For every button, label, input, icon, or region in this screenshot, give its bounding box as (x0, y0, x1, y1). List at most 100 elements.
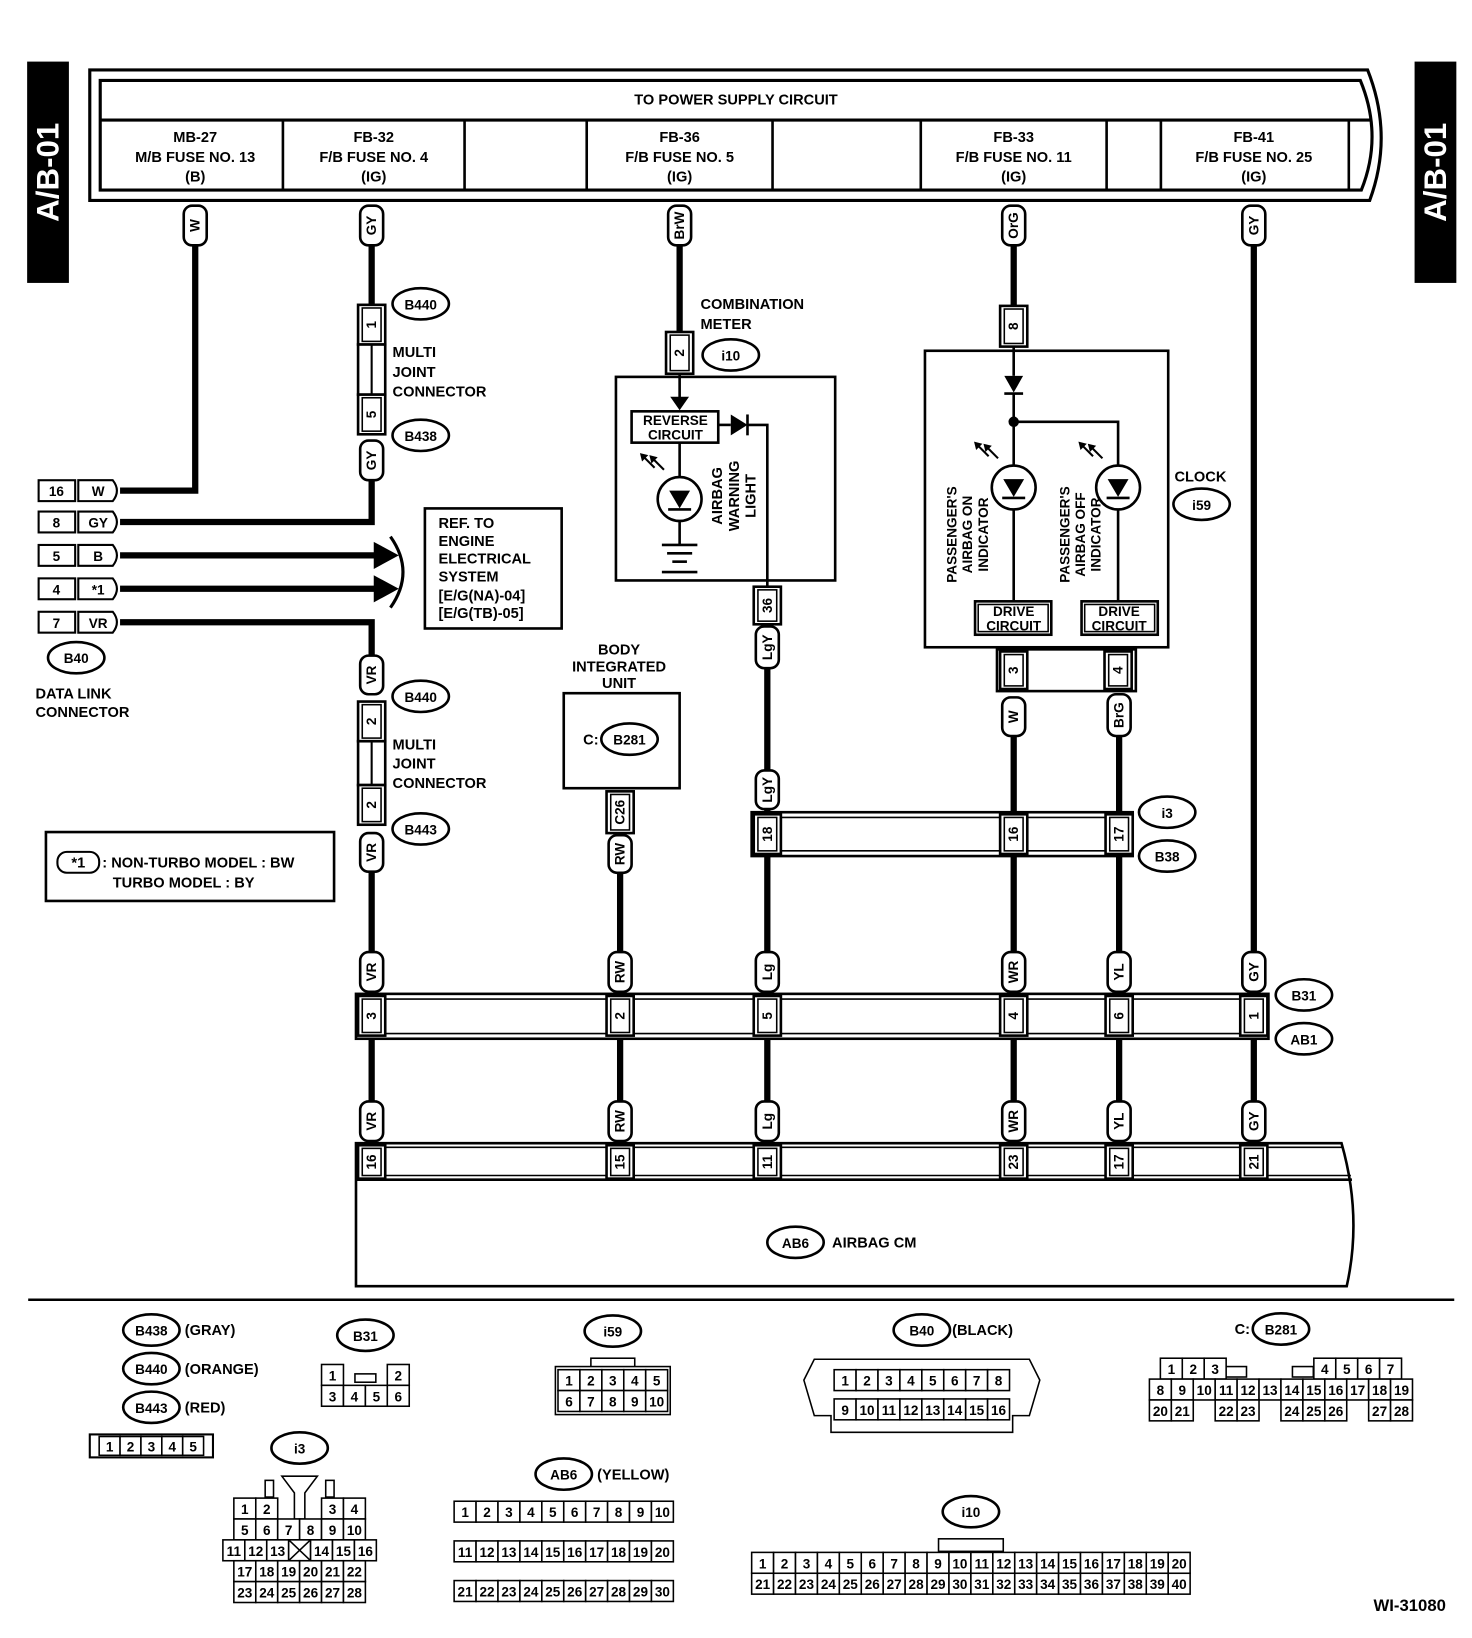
pin-number: 5 (760, 1012, 775, 1020)
connector-id: i10 (721, 348, 740, 363)
pin-number: 27 (887, 1577, 902, 1592)
pin-number: 6 (951, 1374, 959, 1389)
pin-number: 33 (1018, 1577, 1034, 1592)
pin-number: 20 (1172, 1556, 1187, 1571)
connector-id-oval (1274, 977, 1334, 1012)
pin-number: 28 (347, 1586, 363, 1601)
wire-color-label: RW (613, 961, 628, 984)
i3-b38-connector (750, 810, 1135, 858)
wire-color-tag (1106, 950, 1132, 994)
connector-pin-inner (1108, 816, 1130, 852)
connector-id: B440 (405, 690, 437, 705)
warning-light-label: LIGHT (744, 474, 760, 518)
pin-number: 7 (973, 1374, 981, 1389)
pin-number: 7 (1387, 1362, 1395, 1377)
pin-number: 9 (841, 1403, 849, 1418)
reverse-circuit-box (630, 410, 720, 444)
pin-number: 15 (613, 1154, 628, 1170)
reverse-circuit-label: REVERSE (643, 413, 708, 428)
pin-number: 11 (882, 1403, 897, 1418)
dlc-wire-color: W (92, 484, 105, 499)
pin-cell (1167, 1572, 1191, 1595)
pin-cell (644, 1389, 669, 1413)
side-tab-label: A/B-01 (31, 123, 66, 222)
pin-number: 26 (567, 1585, 583, 1600)
connector-pin-inner (757, 816, 778, 852)
pin-number: 20 (655, 1545, 670, 1560)
dlc-label: CONNECTOR (35, 705, 129, 721)
diode-icon (669, 490, 691, 509)
pin-number: 6 (571, 1505, 579, 1520)
pin-number: 22 (479, 1585, 494, 1600)
wire-color-tag (358, 831, 385, 874)
pin-number: 15 (1062, 1556, 1078, 1571)
connector-pin-inner (1243, 998, 1264, 1034)
wire (120, 480, 375, 526)
pin-number: 20 (303, 1565, 318, 1580)
connector-id: B443 (135, 1401, 168, 1416)
note-symbol: *1 (71, 855, 85, 871)
pin-number: 3 (1006, 666, 1021, 674)
pin-number: 2 (364, 801, 379, 809)
off-indicator-label: AIRBAG OFF (1073, 492, 1088, 576)
connector-pin-inner (757, 1147, 778, 1177)
pin-number: 6 (263, 1523, 271, 1538)
connector-id: i3 (294, 1442, 306, 1457)
pin-number: 2 (1189, 1362, 1197, 1377)
arrow-head (974, 441, 983, 450)
dlc-label: DATA LINK (35, 686, 111, 702)
connector-pin-inner (361, 396, 382, 432)
wire (120, 245, 199, 494)
circuit-line (1013, 420, 1120, 466)
connector-pin-inner (609, 998, 631, 1034)
pin-number: 2 (127, 1439, 135, 1454)
pin-number: 1 (106, 1439, 114, 1454)
pin-number: 36 (1084, 1577, 1100, 1592)
pin-number: 11 (227, 1544, 242, 1559)
pin-number: 7 (890, 1556, 898, 1571)
connector-pin-inner (757, 998, 778, 1034)
pin-number: 10 (649, 1395, 664, 1410)
side-tab-left (27, 61, 69, 283)
dlc-wire-color: GY (88, 516, 108, 531)
pin-number: 2 (364, 718, 379, 726)
dlc-pin-cell (37, 610, 77, 634)
wire-color-tag (754, 950, 781, 994)
pin-number: 7 (587, 1395, 595, 1410)
pin-number: 4 (631, 1374, 639, 1389)
pin-cell (1389, 1399, 1414, 1422)
fuse-name: F/B FUSE NO. 11 (956, 150, 1072, 166)
wire-color-label: VR (364, 962, 379, 981)
pin-number: 10 (347, 1523, 362, 1538)
pin-number: 7 (593, 1505, 601, 1520)
drive-circuit-label: DRIVE (1098, 604, 1139, 619)
arrow-head (639, 453, 649, 462)
wire-color-tag (1241, 950, 1267, 994)
connector-id-oval (335, 1318, 395, 1353)
connector-pin-inner (1003, 653, 1024, 687)
wire-color-label: LgY (760, 777, 775, 803)
pin-number: 23 (1241, 1404, 1257, 1419)
meter-label: COMBINATION (701, 297, 805, 313)
wire-color-tag (1000, 950, 1027, 994)
connector-id: B281 (1265, 1323, 1298, 1338)
pin-number: 1 (241, 1502, 249, 1517)
pin-number: 4 (168, 1439, 176, 1454)
pin-number: 22 (1219, 1404, 1234, 1419)
wire-color-tag (358, 950, 385, 994)
power-supply-title: TO POWER SUPPLY CIRCUIT (634, 92, 838, 108)
pin-number: 5 (1343, 1362, 1351, 1377)
wire-color-label: GY (364, 451, 379, 471)
wire-color-label: GY (364, 216, 379, 236)
clock-label: CLOCK (1174, 469, 1226, 485)
pin-number: 19 (1394, 1383, 1410, 1398)
wire-color-tag (1241, 1100, 1267, 1143)
airbag-cm-box (354, 1141, 1355, 1288)
off-indicator-label: INDICATOR (1089, 497, 1104, 571)
connector-id: i3 (1162, 806, 1174, 821)
pin-cell (342, 1580, 367, 1604)
pin-number: 1 (841, 1374, 849, 1389)
connector-pin-inner (609, 1147, 631, 1177)
pin-cell (650, 1540, 675, 1563)
